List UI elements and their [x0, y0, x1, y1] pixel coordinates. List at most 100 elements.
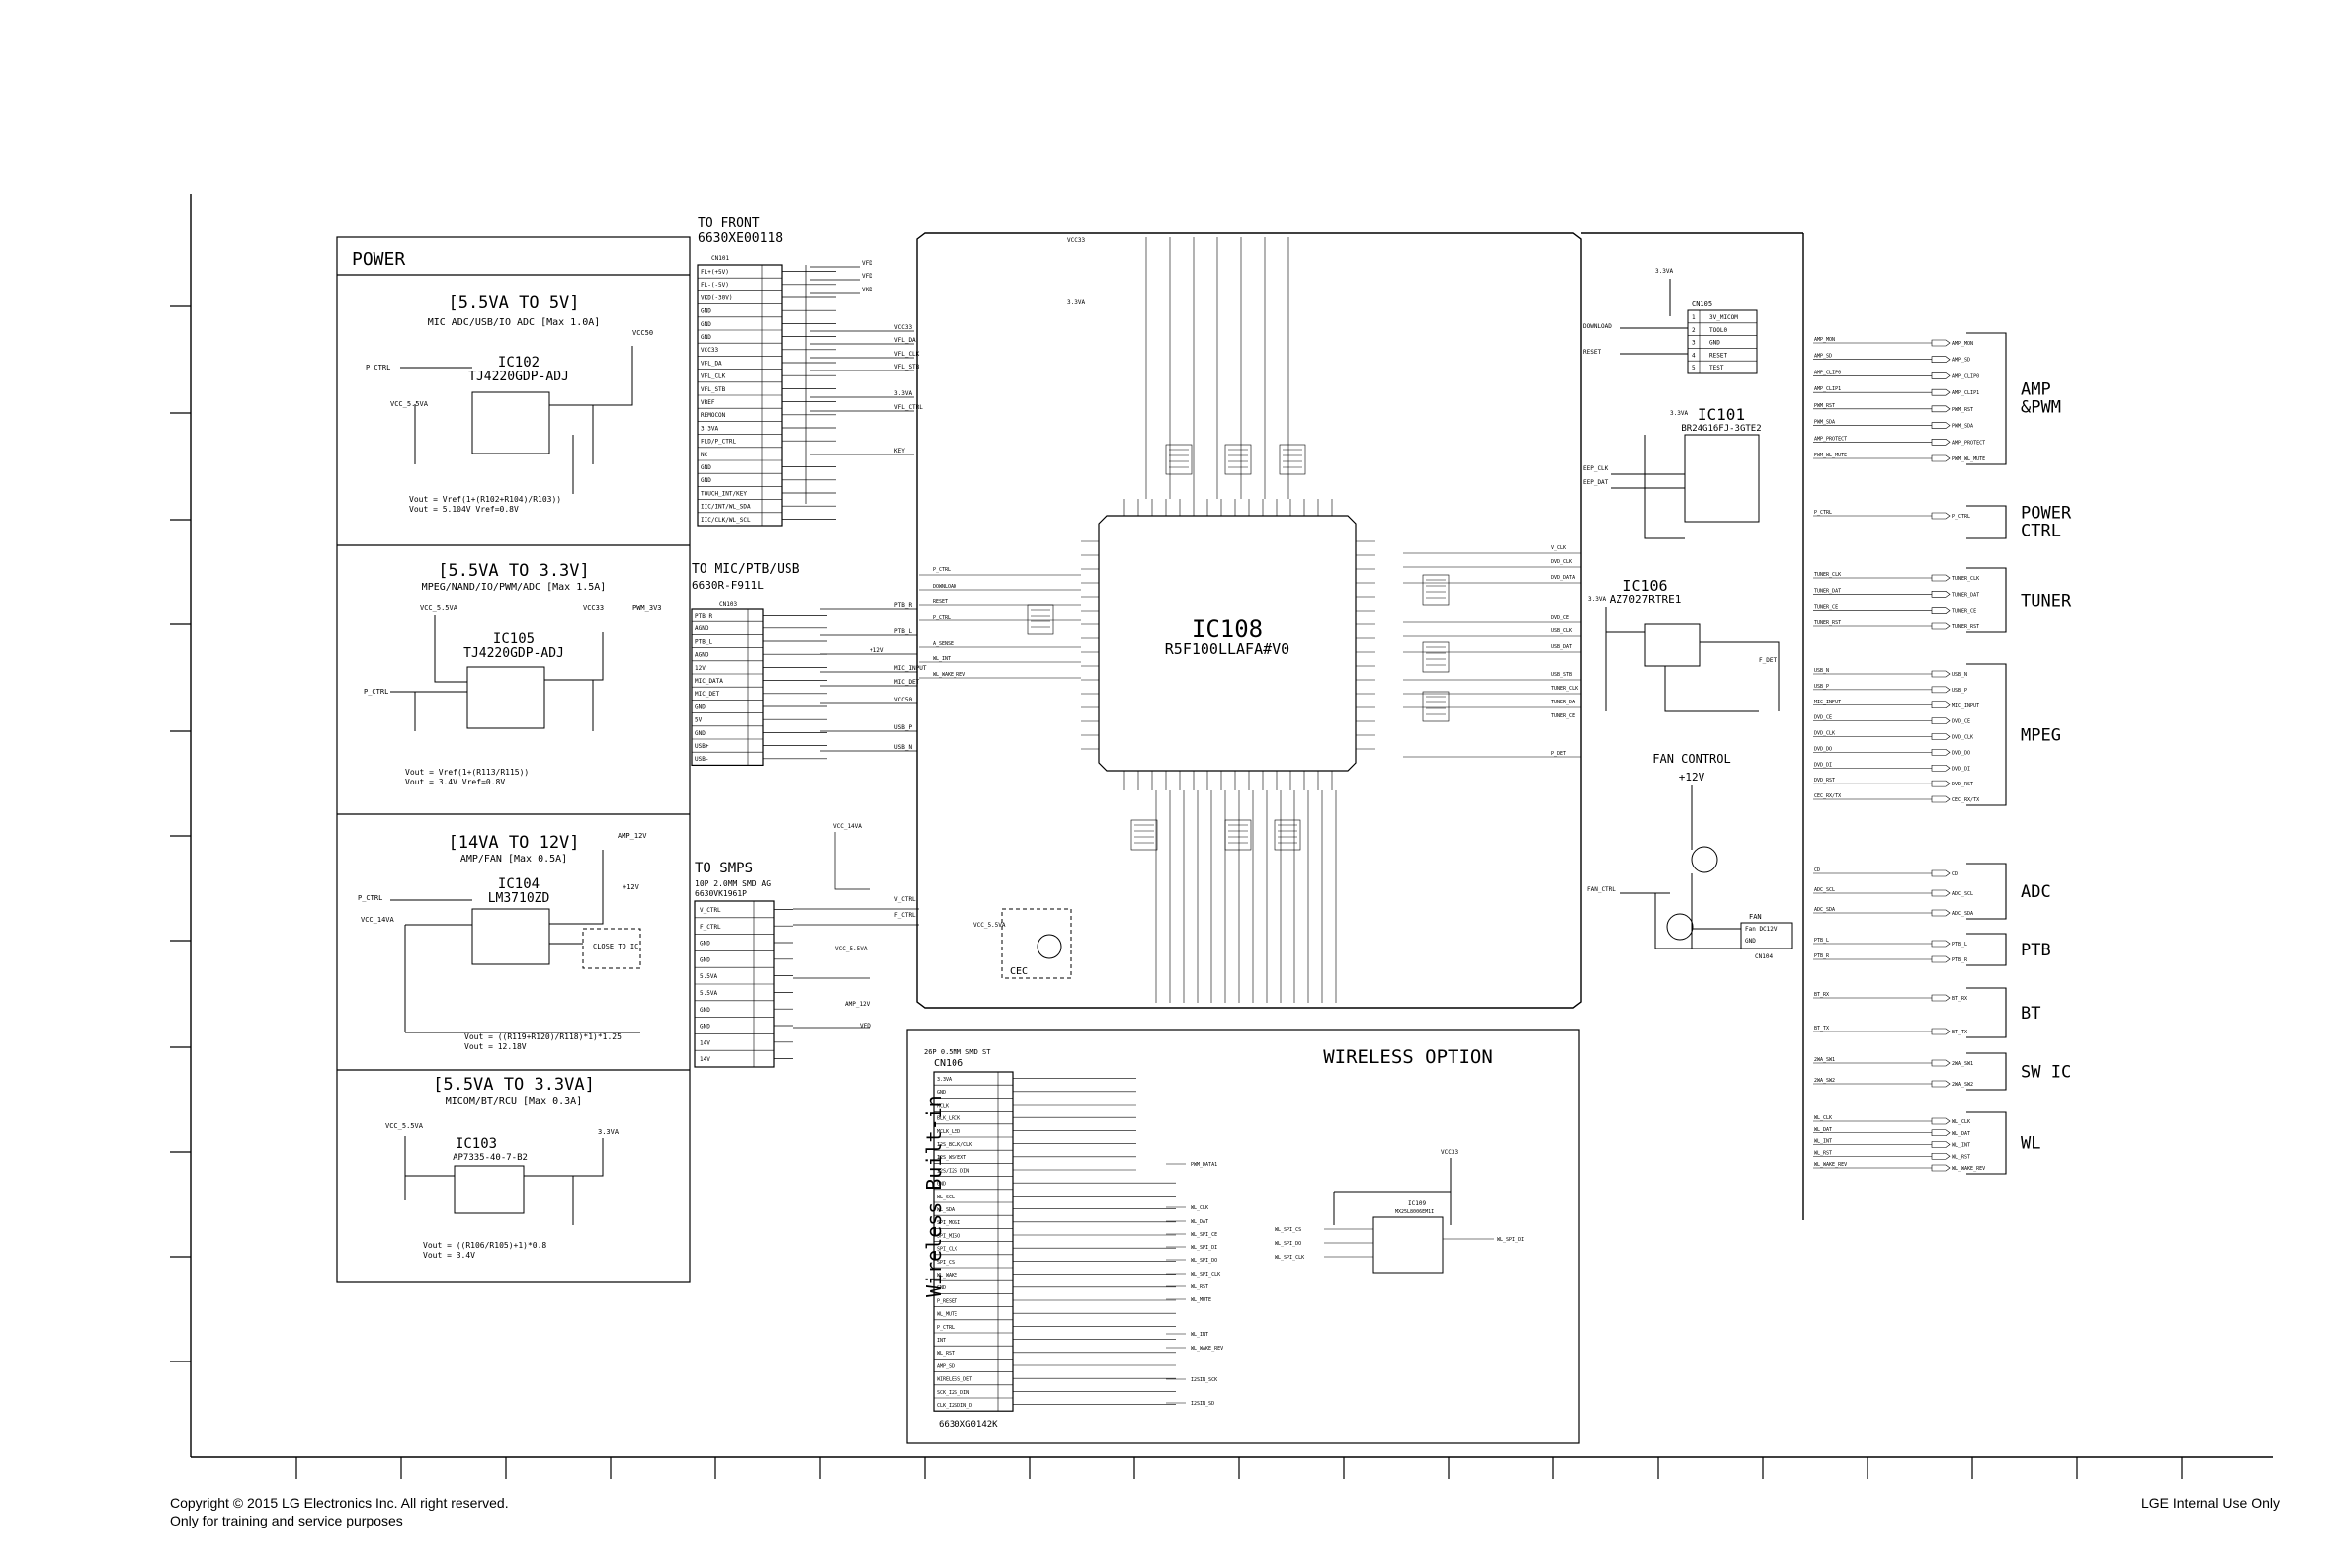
smps-part: 10P 2.0MM SMD AG: [695, 879, 771, 888]
right-net-port-4-6: DVD_DO: [1952, 750, 1970, 756]
power-s4-sub: MICOM/BT/RCU [Max 0.3A]: [446, 1096, 582, 1107]
micom-right-net-6: USB_DAT: [1551, 644, 1572, 650]
right-net-port-5-3: ADC_SDA: [1952, 911, 1973, 917]
power-s2-formula1: Vout = Vref(1+(R113/R115)): [405, 768, 529, 777]
wl-net-12: I2SIN_SCK: [1191, 1377, 1217, 1383]
fan-section: FAN CONTROL +12V FAN_CTRL FAN Fan DC12V …: [1587, 752, 1793, 960]
right-net-9-1: WL_CLK: [1814, 1115, 1832, 1121]
mic-part: 6630R-F911L: [692, 579, 764, 592]
right-net-5-1: CD: [1814, 867, 1820, 873]
smps-part2: 6630VK1961P: [695, 889, 747, 898]
power-s3-formula2: Vout = 12.18V: [464, 1042, 527, 1051]
front-pin-11: VREF: [701, 399, 715, 406]
right-net-port-9-3: WL_INT: [1952, 1143, 1970, 1149]
right-group-label-1-line2: &PWM: [2021, 398, 2061, 418]
smps-net-3: F_CTRL: [894, 912, 916, 919]
wl-pin-18: P_RESET: [937, 1298, 957, 1304]
smps-net-5: AMP_12V: [845, 1001, 871, 1008]
debug-pin-num-4: 4: [1692, 352, 1696, 359]
wireless-title: WIRELESS OPTION: [1323, 1046, 1493, 1068]
front-net-5: VFL_DA: [894, 337, 916, 344]
fan-v12: +12V: [1679, 771, 1705, 784]
flash-ic: IC109: [1408, 1200, 1426, 1207]
right-net-4-8: DVD_RST: [1814, 778, 1835, 784]
mic-net-2: PTB_L: [894, 628, 912, 635]
right-net-1-5: PWM_RST: [1814, 403, 1835, 409]
micom-part: R5F100LLAFA#V0: [1165, 640, 1289, 658]
micom-right-net-8: TUNER_CLK: [1551, 686, 1578, 692]
det-ic: IC106: [1622, 577, 1667, 595]
power-s2-heading: [5.5VA TO 3.3V]: [438, 561, 590, 581]
wl-pin-11: WL_SDA: [937, 1207, 955, 1213]
wl-net-2: WL_CLK: [1191, 1205, 1208, 1211]
wl-pin-24: WIRELESS_DET: [937, 1377, 972, 1383]
right-net-port-3-2: TUNER_DAT: [1952, 592, 1979, 598]
micom-right-net-11: P_DET: [1551, 751, 1566, 757]
wl-pin-16: WL_WAKE: [937, 1273, 957, 1279]
right-net-4-6: DVD_DO: [1814, 746, 1832, 752]
mic-pin-11: USB+: [695, 743, 709, 750]
wl-pin-13: SPI_MISO: [937, 1233, 960, 1239]
wl-pin-15: SPI_CS: [937, 1260, 955, 1266]
smps-pin-3: GND: [700, 941, 710, 948]
right-net-1-8: PWM_WL_MUTE: [1814, 453, 1847, 458]
right-net-port-1-8: PWM_WL_MUTE: [1952, 456, 1985, 462]
wl-pin-10: WL_SCL: [937, 1195, 955, 1200]
eeprom-net-clk: EEP_CLK: [1583, 465, 1609, 472]
right-group-label-6: PTB: [2021, 941, 2051, 960]
right-net-port-1-1: AMP_MON: [1952, 341, 1973, 347]
power-s3-v12: +12V: [623, 883, 640, 891]
right-net-1-7: AMP_PROTECT: [1814, 436, 1847, 442]
wl-pin-14: SPI_CLK: [937, 1247, 957, 1253]
wl-pin-23: AMP_SD: [937, 1363, 955, 1369]
power-s3-part: LM3710ZD: [488, 891, 550, 906]
right-net-8-1: 2WA_SW1: [1814, 1057, 1835, 1063]
mic-connector: TO MIC/PTB/USB 6630R-F911L CN103 PTB_RAG…: [691, 562, 927, 766]
mic-net-7: USB_P: [894, 724, 912, 731]
micom-left-net-1: P_CTRL: [933, 567, 951, 573]
front-part: 6630XE00118: [698, 231, 783, 246]
right-group-label-3: TUNER: [2021, 592, 2072, 612]
fan-title: FAN CONTROL: [1652, 752, 1730, 766]
footer-copyright-line2: Only for training and service purposes: [170, 1513, 403, 1528]
flash-net-3: WL_SPI_CLK: [1275, 1255, 1304, 1261]
cec-net: VCC_5.5VA: [973, 922, 1006, 929]
wl-pin-6: I2S_BCLK/CLK: [937, 1142, 972, 1148]
right-net-port-4-7: DVD_DI: [1952, 766, 1970, 772]
power-s4-heading: [5.5VA TO 3.3VA]: [433, 1075, 595, 1095]
wl-pin-7: I2S_WS/EXT: [937, 1155, 966, 1161]
front-pin-19: IIC/INT/WL_SDA: [701, 504, 751, 511]
micom-right-net-3: DVD_DATA: [1551, 575, 1575, 581]
debug-pin-3: GND: [1709, 340, 1720, 347]
right-net-port-4-5: DVD_CLK: [1952, 735, 1973, 741]
power-s2-ctrl: P_CTRL: [364, 688, 388, 696]
mic-net-1: PTB_R: [894, 602, 912, 609]
fan-cn: CN104: [1755, 953, 1773, 960]
front-pin-6: GND: [701, 334, 711, 341]
right-net-port-9-2: WL_DAT: [1952, 1131, 1970, 1137]
mic-cn: CN103: [719, 601, 737, 608]
right-net-3-1: TUNER_CLK: [1814, 572, 1841, 578]
right-net-4-3: MIC_INPUT: [1814, 700, 1841, 705]
right-net-port-5-1: CD: [1952, 871, 1958, 877]
power-s4-net-out: 3.3VA: [598, 1128, 620, 1136]
mic-pin-7: MIC_DET: [695, 691, 720, 698]
micom-left-net-3: RESET: [933, 599, 948, 605]
mic-net-8: USB_N: [894, 744, 912, 751]
right-net-2-1: P_CTRL: [1814, 510, 1832, 516]
right-net-1-1: AMP_MON: [1814, 337, 1835, 343]
right-net-groups: AMP&PWMAMP_MONAMP_MONAMP_SDAMP_SDAMP_CLI…: [1813, 332, 2072, 1175]
power-s3-note: CLOSE TO IC: [593, 943, 638, 950]
wl-net-5: WL_SPI_DI: [1191, 1245, 1217, 1251]
right-group-label-1: AMP&PWM: [2021, 380, 2061, 418]
flash-net-4: WL_SPI_DI: [1497, 1237, 1524, 1243]
right-net-port-3-1: TUNER_CLK: [1952, 576, 1979, 582]
right-net-port-5-2: ADC_SCL: [1952, 891, 1973, 897]
smps-pin-4: GND: [700, 956, 710, 963]
right-net-port-7-2: BT_TX: [1952, 1030, 1967, 1035]
right-net-3-4: TUNER_RST: [1814, 620, 1841, 626]
wl-net-4: WL_SPI_CE: [1191, 1232, 1217, 1238]
right-group-label-7: BT: [2021, 1004, 2040, 1024]
